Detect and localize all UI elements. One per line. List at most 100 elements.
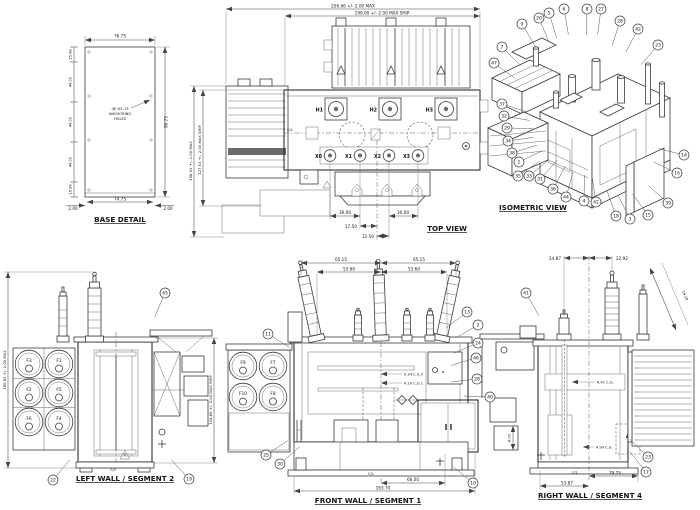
view-right-wall: 24.87 22.92 16.29 6.41 C.G. 8.00 4.99 C.… xyxy=(479,255,695,500)
label-x0: X0 xyxy=(315,154,323,160)
h-bushing-turrets xyxy=(324,97,458,121)
dim-base-bottom: 74.75 xyxy=(114,197,126,202)
dim-x-30a: 30.00 xyxy=(339,210,351,215)
label-h1: H1 xyxy=(316,108,323,114)
bushing-front-right xyxy=(432,260,461,344)
note-anchoring-3: HOLES xyxy=(114,117,127,121)
fan: F3 xyxy=(14,349,44,379)
cooler-fin-bank xyxy=(323,17,471,89)
fan: F5 xyxy=(44,378,74,408)
callout-6: 6 xyxy=(558,3,570,35)
bushing-front-left xyxy=(297,260,326,344)
radiator-fan-bank-left: F3 F1 F2 F5 F6 F4 xyxy=(12,347,76,451)
title-top-view: TOP VIEW xyxy=(427,224,467,233)
callout-number: 2 xyxy=(477,323,480,329)
callout-number: 17 xyxy=(643,470,649,476)
callout-41: 41 xyxy=(520,287,540,316)
dim-depth-max: 156.91 +/- 2.00 MAX xyxy=(188,141,193,181)
dim-right-2487: 24.87 xyxy=(549,256,561,261)
fan-label: F6 xyxy=(26,416,32,422)
bushing-large-left xyxy=(85,271,104,343)
dim-left-wall-ship: 143.66 +/- 2.00 MAX SHIP xyxy=(208,375,213,425)
note-anchoring-1: (8) Ø1.13 xyxy=(111,106,128,111)
radiator-right-wall xyxy=(627,349,695,447)
callout-19: 19 xyxy=(171,459,195,485)
dim-base-corner-left: 2.00 xyxy=(68,206,78,211)
callout-number: 25 xyxy=(263,453,269,459)
callout-38: 38 xyxy=(506,144,537,159)
control-cabinet xyxy=(417,399,479,453)
dim-right-5387: 53.87 xyxy=(561,481,573,486)
dim-front-inner-right: 53.60 xyxy=(408,267,420,272)
iso-bushings xyxy=(553,58,665,118)
callout-number: 37 xyxy=(499,102,505,108)
callout-31: 31 xyxy=(534,159,558,185)
callout-number: 5 xyxy=(548,11,551,17)
callout-25: 25 xyxy=(260,440,288,461)
radiator-bank-top xyxy=(225,78,289,179)
callout-number: 11 xyxy=(265,332,271,338)
callout-number: 3 xyxy=(629,217,632,223)
dim-overall-length: 256.66 +/- 2.00 MAX xyxy=(331,4,375,9)
callout-number: 28 xyxy=(474,377,480,383)
callout-40: 40 xyxy=(463,391,496,403)
fan-label: F4 xyxy=(56,416,62,422)
dim-front-outer-right: 65.15 xyxy=(413,257,425,262)
tank-top: H1 H2 H3 X0 X1 X2 X3 xyxy=(283,89,489,171)
callout-18: 18 xyxy=(606,191,622,222)
label-h3: H3 xyxy=(426,108,433,114)
callout-4: 4 xyxy=(578,174,590,207)
dim-cg1: 4.19 C.G.1 xyxy=(404,382,423,386)
dim-right-499: 4.99 C.G. xyxy=(596,446,613,450)
shipping-skid-top xyxy=(221,169,431,234)
dim-right-800: 8.00 xyxy=(508,433,512,442)
callout-number: 35 xyxy=(515,174,521,180)
callout-36: 36 xyxy=(547,165,566,195)
dim-chain-4: 44.00 xyxy=(69,156,73,167)
dim-front-outer-left: 65.15 xyxy=(335,257,347,262)
callout-number: 36 xyxy=(550,187,556,193)
bushing-right-large xyxy=(602,270,622,341)
view-base-detail: 76.75 90.75 74.75 2.00 2.00 15.98 44.00 … xyxy=(66,34,174,224)
fan: F10 xyxy=(228,382,258,412)
callout-number: 42 xyxy=(593,200,599,206)
dim-chain-2: 44.00 xyxy=(69,76,73,87)
callout-16: 16 xyxy=(653,161,683,179)
callout-number: 8 xyxy=(586,7,589,13)
dim-depth-ship: 127.51 +/- 2.00 MAX SHIP xyxy=(197,125,202,175)
callout-7: 7 xyxy=(496,41,521,66)
callout-number: 47 xyxy=(491,61,497,67)
dim-ship-length: 199.00 +/- 2.00 MAX SHIP xyxy=(355,11,410,16)
callout-10: 10 xyxy=(452,466,479,489)
fan: F4 xyxy=(44,407,74,437)
dim-front-total: 163.70 xyxy=(376,486,391,491)
callout-8: 8 xyxy=(581,3,593,36)
fan: F6 xyxy=(14,407,44,437)
centerline-label-top: C/L xyxy=(287,128,293,132)
fan: F7 xyxy=(258,351,288,381)
dim-right-2292: 22.92 xyxy=(616,256,628,261)
callout-14: 14 xyxy=(658,148,690,161)
callout-number: 14 xyxy=(681,153,687,159)
callout-number: 15 xyxy=(645,213,651,219)
bushing-small-left xyxy=(56,286,70,343)
callout-33: 33 xyxy=(523,159,550,182)
fan-label: F7 xyxy=(270,360,276,366)
callout-42: 42 xyxy=(590,176,602,208)
callout-number: 24 xyxy=(475,341,481,347)
dim-right-cg: 6.41 C.G. xyxy=(597,381,614,385)
fan-label: F5 xyxy=(56,387,62,393)
arrester xyxy=(424,307,436,342)
callout-44: 44 xyxy=(560,171,574,203)
view-top: H1 H2 H3 X0 X1 X2 X3 xyxy=(188,4,489,240)
callout-30: 30 xyxy=(274,446,300,470)
callout-number: 44 xyxy=(563,195,569,201)
centerline-label-right: C/L xyxy=(572,471,578,475)
dim-right-diag: 16.29 xyxy=(681,290,689,302)
callout-1: 1 xyxy=(513,150,543,168)
callout-number: 19 xyxy=(186,477,192,483)
callout-number: 18 xyxy=(613,214,619,220)
view-isometric: ISOMETRIC VIEW xyxy=(487,37,671,217)
dim-x-175: 17.50 xyxy=(345,224,357,229)
callout-number: 6 xyxy=(563,7,566,13)
